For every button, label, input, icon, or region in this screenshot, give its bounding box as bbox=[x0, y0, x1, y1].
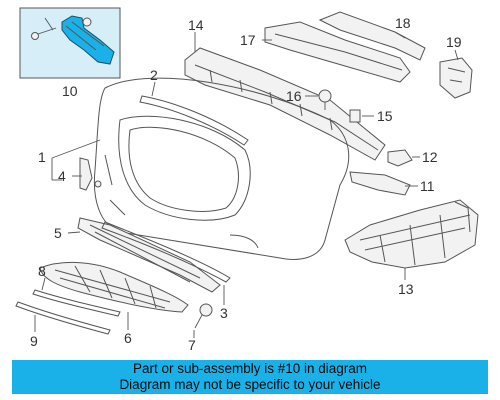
callout-7: 7 bbox=[188, 337, 196, 353]
callout-3: 3 bbox=[220, 305, 228, 321]
callout-9: 9 bbox=[30, 333, 38, 349]
bolt-part[interactable] bbox=[194, 303, 213, 329]
upper-bracket-part[interactable] bbox=[264, 11, 426, 83]
clip-part[interactable] bbox=[318, 89, 332, 110]
highlighted-part-inset[interactable] bbox=[19, 7, 121, 79]
callout-19: 19 bbox=[446, 34, 462, 50]
bolt-icon bbox=[31, 17, 92, 40]
side-reinforcement-part[interactable] bbox=[349, 171, 411, 196]
footer-line-1: Part or sub-assembly is #10 in diagram bbox=[132, 361, 368, 376]
callout-10: 10 bbox=[62, 83, 78, 99]
footer-banner: Part or sub-assembly is #10 in diagram D… bbox=[12, 360, 488, 394]
side-bracket-part[interactable] bbox=[439, 57, 473, 99]
callout-6: 6 bbox=[124, 330, 132, 346]
callout-1: 1 bbox=[38, 149, 46, 165]
callout-12: 12 bbox=[422, 149, 438, 165]
retainer-part[interactable] bbox=[349, 109, 361, 123]
lower-strip-part[interactable] bbox=[15, 301, 111, 335]
lamp-bracket-part[interactable] bbox=[79, 157, 102, 191]
side-molding-part[interactable] bbox=[32, 289, 121, 317]
footer-line-2: Diagram may not be specific to your vehi… bbox=[119, 377, 381, 392]
mesh-grille-part[interactable] bbox=[39, 261, 189, 313]
trim-strip-part[interactable] bbox=[139, 95, 249, 146]
callout-15: 15 bbox=[377, 108, 393, 124]
callout-16: 16 bbox=[286, 88, 302, 104]
highlighted-bracket-part[interactable] bbox=[61, 15, 115, 65]
lower-molding-part[interactable] bbox=[101, 221, 231, 283]
callout-11: 11 bbox=[420, 178, 435, 194]
callout-2: 2 bbox=[150, 67, 158, 83]
callout-13: 13 bbox=[398, 281, 414, 297]
callout-14: 14 bbox=[188, 17, 204, 33]
bracket-clip-part[interactable] bbox=[387, 149, 413, 167]
lower-grille-part[interactable] bbox=[77, 217, 221, 293]
callout-5: 5 bbox=[54, 225, 62, 241]
side-mount-bracket-part[interactable] bbox=[344, 199, 479, 269]
callout-17: 17 bbox=[240, 32, 256, 48]
callout-8: 8 bbox=[38, 263, 46, 279]
callout-18: 18 bbox=[395, 15, 411, 31]
bumper-cover-part[interactable] bbox=[93, 77, 350, 260]
callout-4: 4 bbox=[58, 168, 66, 184]
